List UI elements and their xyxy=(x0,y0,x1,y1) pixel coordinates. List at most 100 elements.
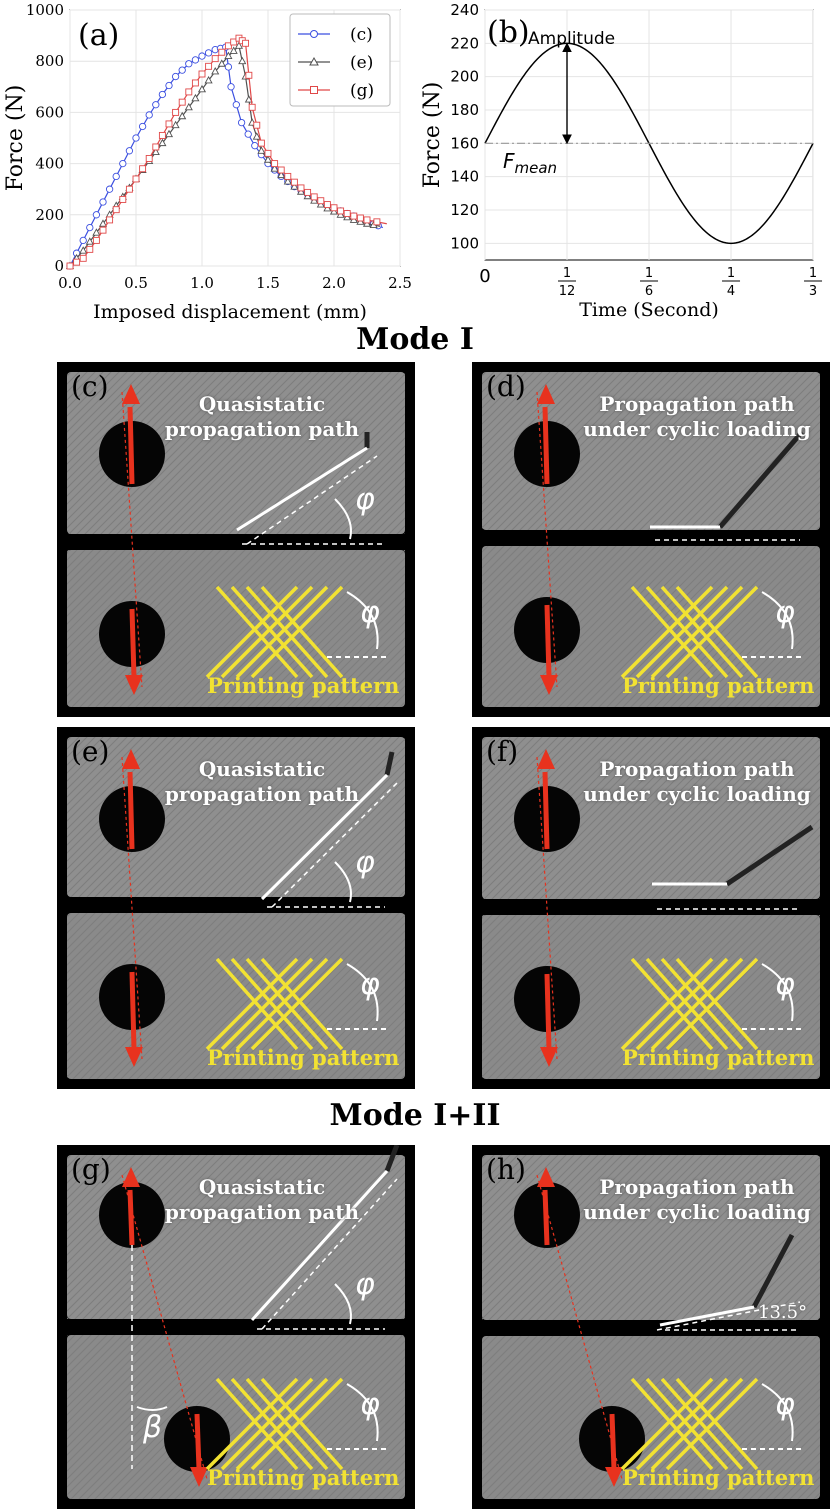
surface-texture xyxy=(472,362,585,475)
data-point xyxy=(232,101,240,109)
data-point xyxy=(66,262,74,270)
phi-angle-label: φ xyxy=(360,595,380,630)
x-axis-label: Imposed displacement (mm) xyxy=(93,301,367,323)
load-arrow-upper xyxy=(127,771,135,850)
frame-bottom xyxy=(57,1079,415,1089)
specimen-drawing xyxy=(57,727,415,1089)
surface-texture xyxy=(57,727,234,904)
x-tick-denominator: 4 xyxy=(727,284,735,299)
surface-texture xyxy=(472,362,649,539)
surface-texture xyxy=(342,1016,415,1089)
data-point xyxy=(356,214,364,222)
data-point xyxy=(151,147,160,156)
pattern-line xyxy=(635,957,729,1051)
data-point xyxy=(227,83,235,91)
arrow-head-up xyxy=(122,1167,140,1187)
legend-marker xyxy=(309,56,319,66)
data-point xyxy=(125,185,133,193)
x-tick-numerator: 1 xyxy=(645,266,653,281)
arrow-head-down xyxy=(190,1467,208,1487)
data-point xyxy=(198,52,206,60)
tilt-dashed-line xyxy=(656,1301,801,1331)
data-point xyxy=(165,120,173,128)
notch-gap xyxy=(57,897,415,913)
surface-texture xyxy=(57,362,146,451)
surface-texture xyxy=(472,727,649,904)
data-point xyxy=(197,84,207,93)
y-tick-label: 0 xyxy=(54,257,64,275)
surface-texture xyxy=(472,362,641,531)
y-axis-label: Force (N) xyxy=(420,82,445,189)
beta-arc xyxy=(136,1406,168,1411)
data-point xyxy=(277,166,285,174)
arrow-head-up xyxy=(537,384,555,404)
data-point xyxy=(145,111,153,119)
crack xyxy=(718,430,804,529)
angle-dashed-line xyxy=(246,455,378,545)
surface-texture xyxy=(57,727,162,832)
angle-arc xyxy=(334,861,352,903)
load-line xyxy=(536,1174,623,1480)
data-point xyxy=(185,60,193,68)
surface-texture xyxy=(57,727,130,800)
data-point xyxy=(165,81,173,90)
x-tick-denominator: 6 xyxy=(645,284,653,299)
data-point xyxy=(119,195,127,203)
notch-gap xyxy=(472,1320,830,1336)
surface-texture xyxy=(723,1402,830,1509)
y-tick-label: 180 xyxy=(450,101,479,119)
propagation-path-caption: Quasistatic propagation path xyxy=(164,392,360,441)
panel-label: (h) xyxy=(486,1153,526,1186)
surface-texture xyxy=(472,362,561,451)
pattern-line xyxy=(665,1377,759,1471)
data-point xyxy=(257,139,265,147)
pattern-line xyxy=(230,1377,314,1471)
pattern-line xyxy=(630,957,714,1051)
surface-texture xyxy=(749,1008,830,1089)
pattern-line xyxy=(645,1377,729,1471)
surface-texture xyxy=(293,595,415,717)
pattern-line xyxy=(650,957,744,1051)
data-point xyxy=(191,56,200,64)
phi-angle-label: φ xyxy=(360,967,380,1002)
data-point xyxy=(184,102,193,111)
amplitude-label: Amplitude xyxy=(528,29,615,49)
legend-box xyxy=(289,13,391,107)
surface-texture xyxy=(472,1145,569,1242)
angle-arc xyxy=(334,1283,352,1325)
surface-texture xyxy=(252,1346,415,1509)
surface-texture xyxy=(318,992,415,1089)
data-point xyxy=(98,219,108,227)
x-tick-label: 1.0 xyxy=(190,274,214,292)
pattern-line xyxy=(620,957,714,1051)
surface-texture xyxy=(472,362,577,467)
data-point xyxy=(132,134,140,142)
arrow-head-up xyxy=(122,384,140,404)
legend-entry: (g) xyxy=(350,81,374,101)
pattern-line xyxy=(250,585,344,679)
surface-texture xyxy=(472,362,569,459)
surface-texture xyxy=(472,727,593,848)
pattern-angle-arc xyxy=(346,1383,379,1442)
surface-texture xyxy=(756,643,830,717)
frame-right xyxy=(405,727,415,1089)
surface-texture xyxy=(57,727,218,888)
pattern-line xyxy=(220,1377,314,1471)
data-point xyxy=(304,188,312,196)
data-point xyxy=(138,122,147,131)
y-tick-label: 400 xyxy=(35,155,64,173)
data-point xyxy=(205,62,213,70)
y-tick-label: 600 xyxy=(35,103,64,121)
surface-texture xyxy=(472,1145,649,1322)
pattern-line xyxy=(215,957,299,1051)
pattern-line xyxy=(665,957,759,1051)
x-tick-label: 1.5 xyxy=(256,274,280,292)
data-point xyxy=(139,165,147,173)
specimen-panel-h: (h)Propagation path under cyclic loading… xyxy=(472,1145,830,1509)
pattern-line xyxy=(645,585,729,679)
panel-label: (c) xyxy=(71,370,109,403)
data-point xyxy=(119,159,127,168)
surface-texture xyxy=(310,984,415,1089)
phi-angle-label: φ xyxy=(775,595,795,630)
arrow-head-down xyxy=(125,1047,143,1067)
